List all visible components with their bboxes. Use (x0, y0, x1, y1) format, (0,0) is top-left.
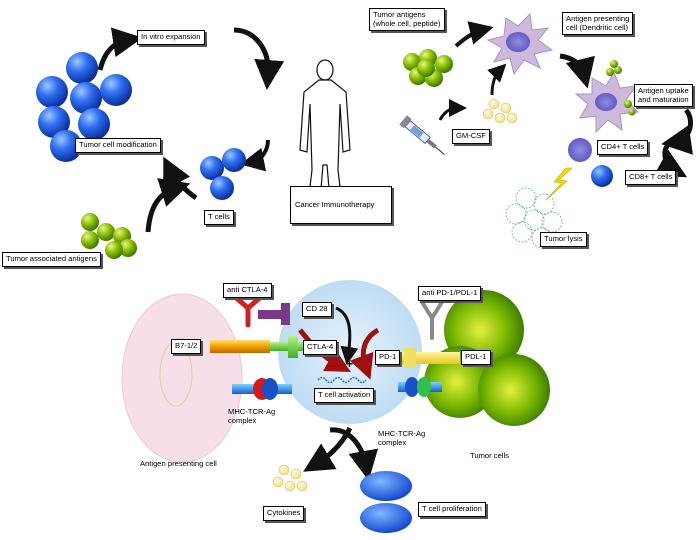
label-tumor-cell-modification: Tumor cell modification (75, 138, 161, 153)
antigen-presenting-cell (121, 293, 243, 463)
label-antigen-presenting-cell: Antigen presenting cell (140, 459, 217, 468)
arrow-uptake-to-cd4 (661, 108, 693, 155)
maturing-dendritic-cell (574, 60, 640, 134)
t-cells-group (200, 148, 246, 200)
cd8-t-cell (591, 165, 613, 187)
plus-sign: + (346, 357, 354, 371)
mhc-tcr-complex-right (398, 377, 442, 397)
dendritic-cell (486, 12, 554, 76)
lysed-tumor-cells (505, 187, 563, 249)
arrow-antigens-to-tcells (145, 178, 191, 233)
label-anti-ctla4: anti CTLA-4 (223, 283, 272, 298)
label-ctla4: CTLA-4 (303, 340, 338, 355)
pd1-pdl1-bar (396, 348, 460, 368)
label-tumor-cells: Tumor cells (470, 451, 509, 460)
lightning-bolt-icon (545, 167, 573, 201)
human-figure-icon (299, 59, 351, 213)
anti-ctla4-antibody-icon (231, 293, 265, 328)
label-in-vitro-expansion: In vitro expansion (137, 30, 205, 45)
arrow-expansion-to-patient (233, 27, 285, 90)
ctla4-receptor (270, 336, 306, 358)
cytokine-spheres (272, 464, 308, 492)
label-tumor-associated-antigens: Tumor associated antigens (2, 252, 101, 267)
arrow-antigens-to-apc (454, 21, 494, 48)
label-t-cells: T cells (204, 210, 234, 225)
label-cancer-immunotherapy: Cancer Immunotherapy (290, 186, 392, 224)
gm-csf-spheres (482, 98, 518, 124)
cd4-t-cell (568, 138, 592, 162)
arrow-to-proliferation (329, 427, 379, 481)
label-anti-pd1-pdl1: anti PD-1/PDL-1 (418, 286, 482, 301)
b7-ligand-bar (210, 340, 270, 353)
anti-pd1-antibody-icon (420, 300, 444, 340)
tumor-cell-cluster (36, 52, 132, 162)
label-pdl1: PDL-1 (461, 350, 491, 365)
arrow-tcells-to-modification (163, 156, 198, 201)
arrow-apc-to-uptake (559, 53, 595, 89)
label-t-cell-proliferation: T cell proliferation (418, 502, 486, 517)
label-cd8-t-cells: CD8+ T cells (625, 170, 677, 185)
label-gm-csf: GM-CSF (452, 129, 490, 144)
tumor-associated-antigen-spheres (81, 213, 137, 259)
label-b7-1-2: B7-1/2 (171, 339, 202, 354)
label-cd28: CD 28 (302, 302, 332, 317)
mhc-tcr-complex-left (232, 378, 292, 400)
label-tumor-antigens: Tumor antigens(whole cell, peptide) (369, 8, 445, 32)
proliferating-t-cells (360, 471, 412, 533)
label-tumor-lysis: Tumor lysis (540, 232, 587, 247)
arrow-gmcsf-to-apc (487, 63, 507, 96)
minus-sign-left: − (328, 358, 337, 374)
label-pd1: PD-1 (375, 350, 401, 365)
arrow-uptake-to-cd8 (653, 138, 688, 178)
label-t-cell-activation: T cell activation (314, 388, 375, 403)
label-cd4-t-cells: CD4+ T cells (597, 140, 649, 155)
cd28-receptor (258, 303, 290, 325)
arrow-to-expansion (97, 27, 143, 71)
arrow-patient-to-tcells (240, 139, 270, 172)
syringe-icon (399, 115, 445, 155)
minus-sign-right: − (362, 362, 371, 378)
tumor-antigen-spheres (403, 49, 453, 87)
activation-arrow-cd28 (335, 306, 359, 365)
tcr-signal-squiggle (317, 376, 367, 384)
label-cytokines: Cytokines (263, 506, 305, 521)
arrow-syringe-to-gmcsf (438, 99, 467, 121)
red-inhibition-arrow-right (349, 327, 380, 380)
